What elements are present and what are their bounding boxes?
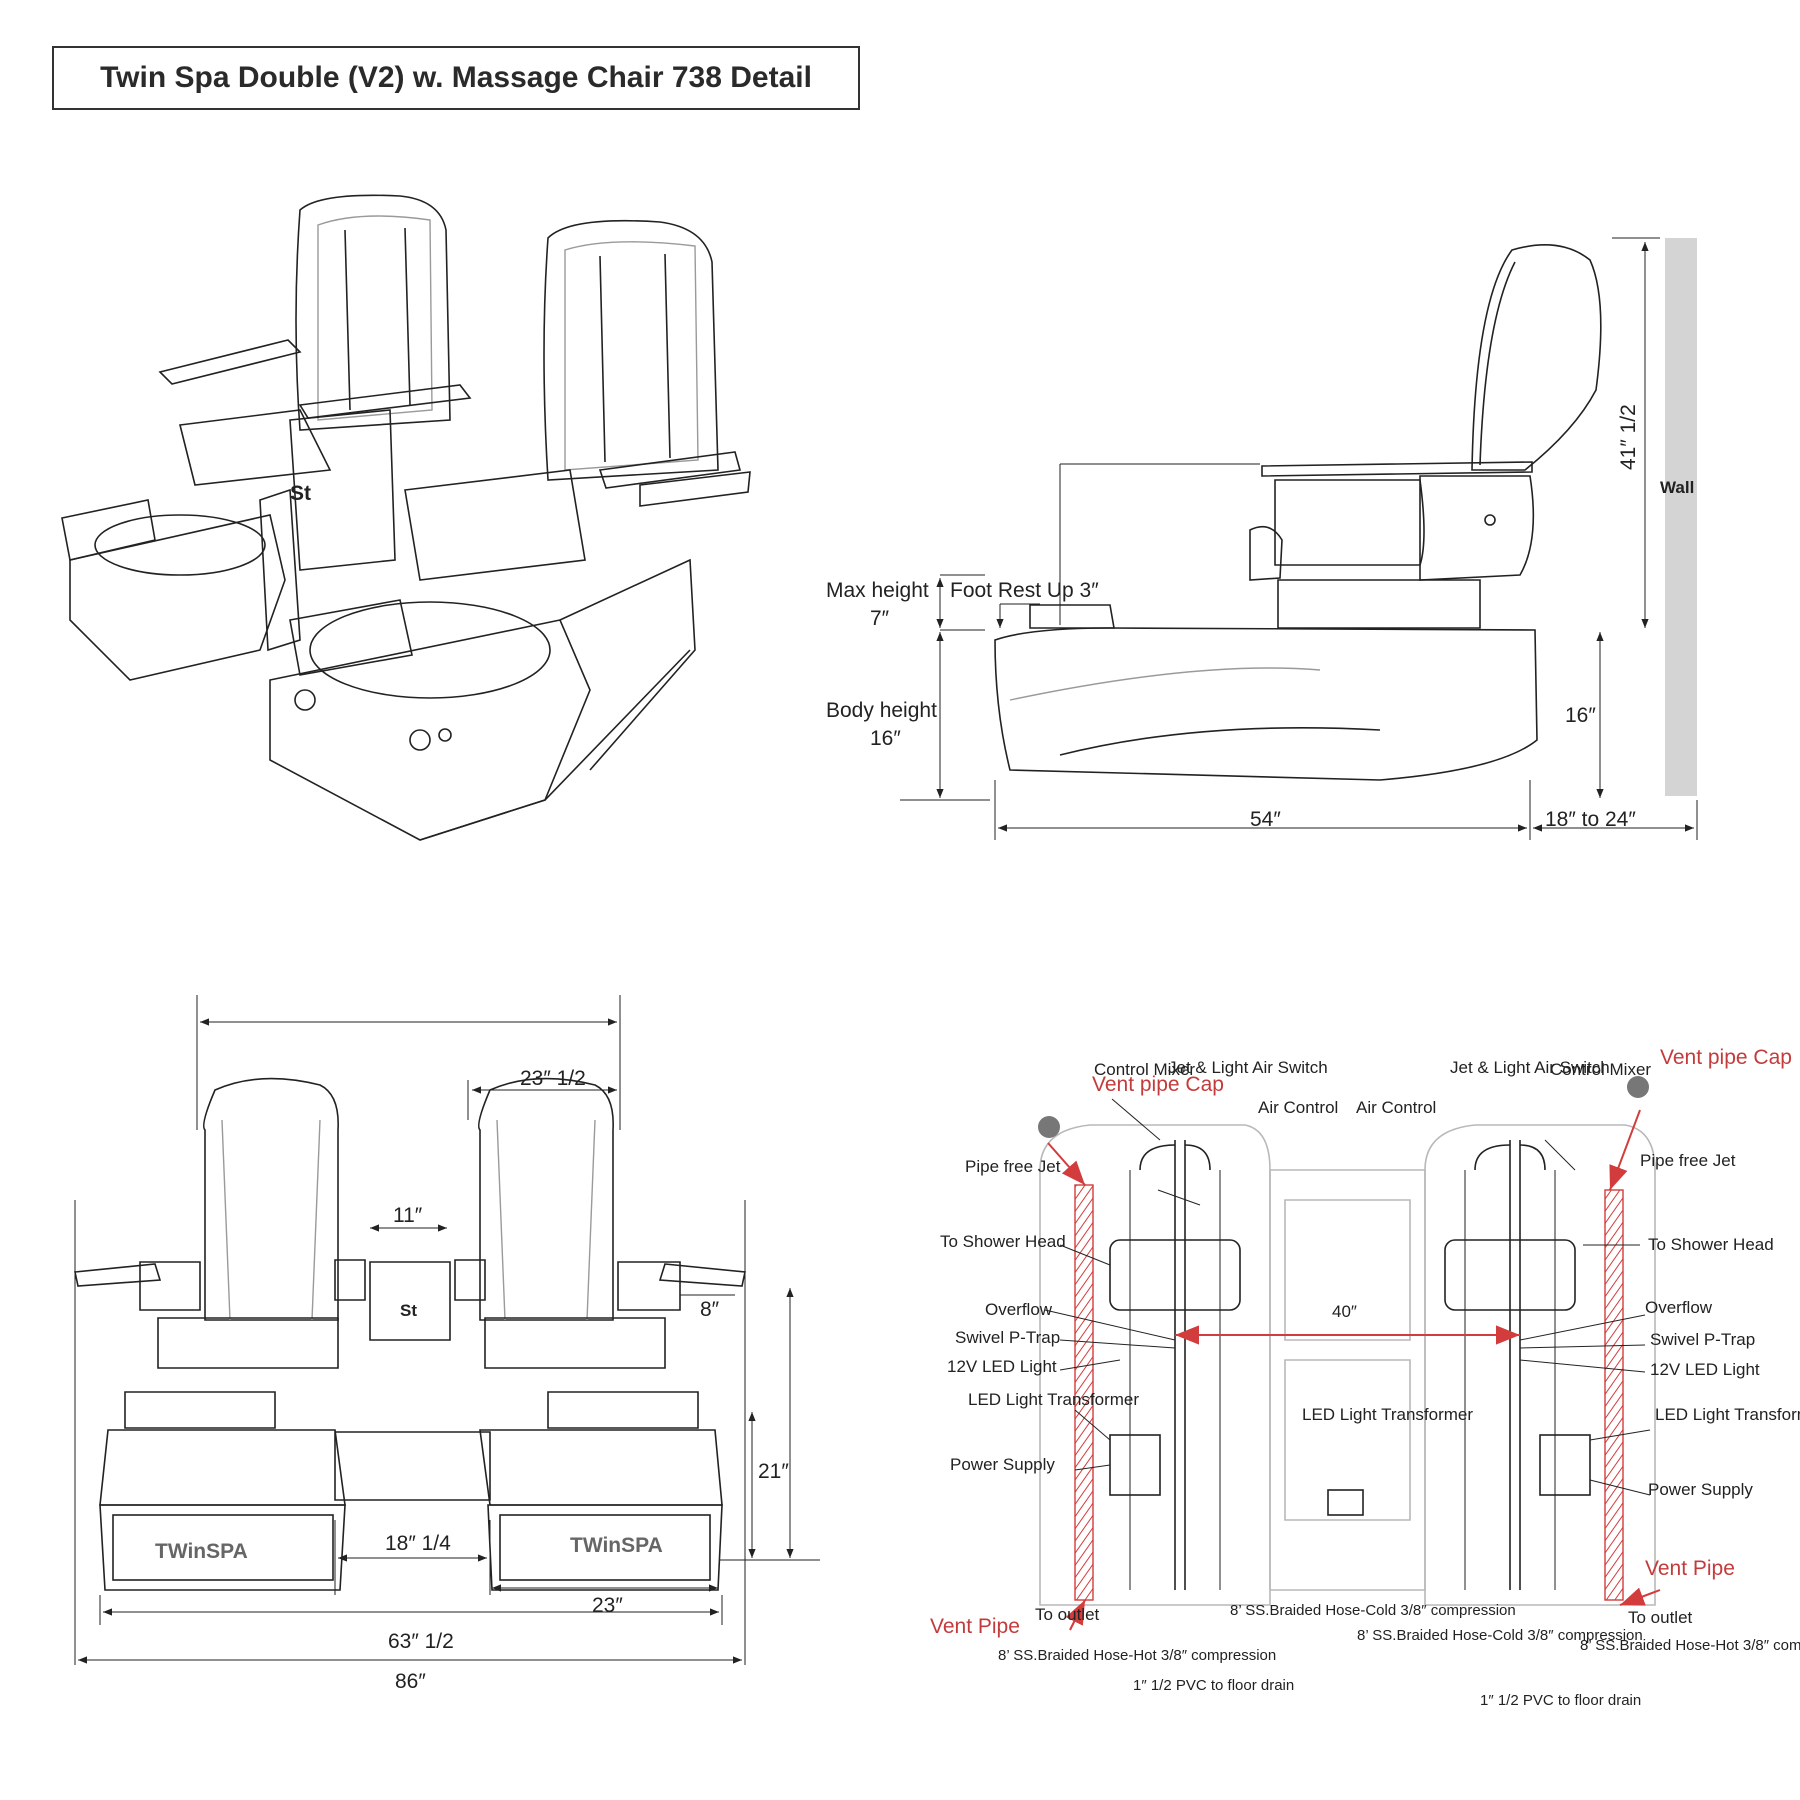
power-right-label: Power Supply bbox=[1648, 1480, 1753, 1499]
base-width-dim: 23″ bbox=[592, 1594, 623, 1617]
wall-block bbox=[1665, 238, 1697, 796]
shower-right-label: To Shower Head bbox=[1648, 1235, 1774, 1254]
wall-gap-dim: 18″ to 24″ bbox=[1545, 808, 1636, 831]
side-view: Wall Max height 7″ Fo bbox=[826, 237, 1698, 840]
transformer-left-label: LED Light Transformer bbox=[968, 1390, 1139, 1409]
vent-pipe-right-label: Vent Pipe bbox=[1645, 1557, 1735, 1580]
max-height-label: Max height bbox=[826, 579, 929, 602]
power-left-label: Power Supply bbox=[950, 1455, 1055, 1474]
transformer-center-label: LED Light Transformer bbox=[1302, 1405, 1473, 1424]
overflow-left-label: Overflow bbox=[985, 1300, 1053, 1319]
title-box: Twin Spa Double (V2) w. Massage Chair 73… bbox=[52, 46, 860, 110]
right-height-dim: 16″ bbox=[1565, 704, 1596, 727]
total-height-dim: 41″ 1/2 bbox=[1617, 404, 1640, 470]
foot-rest-label: Foot Rest Up 3″ bbox=[950, 579, 1099, 602]
drain-right-label: 1″ 1/2 PVC to floor drain bbox=[1480, 1692, 1641, 1709]
vent-cap-right-label: Vent pipe Cap bbox=[1660, 1046, 1792, 1069]
led-right-label: 12V LED Light bbox=[1650, 1360, 1760, 1379]
overall-width-dim: 63″ 1/2 bbox=[388, 1630, 454, 1653]
pipe-free-jet-right-label: Pipe free Jet bbox=[1640, 1151, 1736, 1170]
twinspa-logo-right: TWinSPA bbox=[570, 1534, 663, 1557]
jet-switch-left-label: Jet & Light Air Switch bbox=[1168, 1058, 1328, 1077]
tray-depth-dim: 8″ bbox=[700, 1298, 720, 1321]
air-control-right-label: Air Control bbox=[1356, 1098, 1436, 1117]
vent-pipe-left-label: Vent Pipe bbox=[930, 1615, 1020, 1638]
max-height-value: 7″ bbox=[870, 607, 890, 630]
svg-text:St: St bbox=[400, 1301, 417, 1320]
drain-left-label: 1″ 1/2 PVC to floor drain bbox=[1133, 1677, 1294, 1694]
vent-cap-left-label: Vent pipe Cap bbox=[1092, 1073, 1224, 1096]
control-mixer-right-label: Control Mixer bbox=[1550, 1060, 1651, 1079]
twinspa-logo-left: TWinSPA bbox=[155, 1540, 248, 1563]
svg-text:St: St bbox=[290, 482, 311, 505]
hose-cold-left-label: 8’ SS.Braided Hose-Cold 3/8″ compression bbox=[1230, 1602, 1516, 1619]
hose-hot-left-label: 8’ SS.Braided Hose-Hot 3/8″ compression bbox=[998, 1647, 1276, 1664]
front-view: St TWinSPA TWinSPA bbox=[74, 995, 820, 1693]
page-title: Twin Spa Double (V2) w. Massage Chair 73… bbox=[100, 61, 812, 94]
center-width-dim: 11″ bbox=[393, 1204, 423, 1227]
plumbing-view: Vent pipe Cap Vent pipe Cap Control Mixe… bbox=[930, 1046, 1800, 1709]
control-mixer-left-label: Control Mixer bbox=[1094, 1060, 1195, 1079]
basin-height-dim: 21″ bbox=[758, 1460, 789, 1483]
outlet-left-label: To outlet bbox=[1035, 1605, 1100, 1624]
body-height-value: 16″ bbox=[870, 727, 901, 750]
ptrap-left-label: Swivel P-Trap bbox=[955, 1328, 1060, 1347]
air-control-left-label: Air Control bbox=[1258, 1098, 1338, 1117]
overflow-right-label: Overflow bbox=[1645, 1298, 1713, 1317]
gap-width-dim: 18″ 1/4 bbox=[385, 1532, 451, 1555]
shower-left-label: To Shower Head bbox=[940, 1232, 1066, 1251]
length-dim: 54″ bbox=[1250, 808, 1281, 831]
hose-hot-right-label: 8’ SS.Braided Hose-Hot 3/8″ compression bbox=[1580, 1637, 1800, 1654]
pipe-free-jet-left-label: Pipe free Jet bbox=[965, 1157, 1061, 1176]
body-height-label: Body height bbox=[826, 699, 937, 722]
wall-label: Wall bbox=[1660, 478, 1694, 497]
chair-width-dim: 23″ 1/2 bbox=[520, 1067, 586, 1090]
distance-40-label: 40″ bbox=[1332, 1302, 1357, 1321]
led-left-label: 12V LED Light bbox=[947, 1357, 1057, 1376]
hose-cold-right-label: 8’ SS.Braided Hose-Cold 3/8″ compression bbox=[1357, 1627, 1643, 1644]
total-width-dim: 86″ bbox=[395, 1670, 426, 1693]
transformer-right-label: LED Light Transformer bbox=[1655, 1405, 1800, 1424]
ptrap-right-label: Swivel P-Trap bbox=[1650, 1330, 1755, 1349]
jet-switch-right-label: Jet & Light Air Switch bbox=[1450, 1058, 1610, 1077]
isometric-view: St bbox=[61, 194, 751, 841]
outlet-right-label: To outlet bbox=[1628, 1608, 1693, 1627]
